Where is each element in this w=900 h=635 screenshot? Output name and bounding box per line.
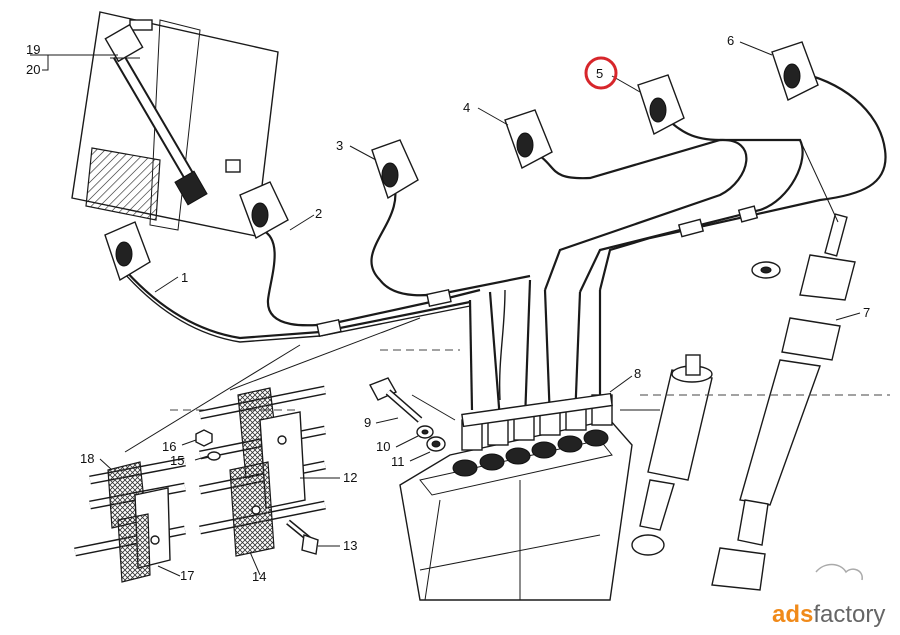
bolt-13 xyxy=(286,519,319,555)
label-12: 12 xyxy=(343,470,357,485)
label-3: 3 xyxy=(336,138,343,153)
washer-15 xyxy=(207,451,221,461)
injector-fitting-1 xyxy=(104,221,151,282)
label-4: 4 xyxy=(463,100,470,115)
bolt-9 xyxy=(369,377,423,423)
injector-fitting-5 xyxy=(637,74,685,136)
watermark-logo-icon xyxy=(815,563,863,581)
injector-fitting-2 xyxy=(239,181,289,240)
label-15: 15 xyxy=(170,453,184,468)
clamp-assembly-14 xyxy=(199,385,326,557)
pipe-4 xyxy=(529,138,748,291)
callout-leaders xyxy=(99,41,861,577)
watermark: adsfactory xyxy=(772,563,885,628)
nut-16 xyxy=(195,429,213,447)
nut-11 xyxy=(426,436,446,452)
pipe-6 xyxy=(598,70,887,291)
label-2: 2 xyxy=(315,206,322,221)
label-18: 18 xyxy=(80,451,94,466)
label-10: 10 xyxy=(376,439,390,454)
leader-lines xyxy=(110,57,456,453)
clamp-assembly-17 xyxy=(74,457,186,583)
watermark-brand: adsfactory xyxy=(772,601,885,628)
pipe-3 xyxy=(370,177,531,297)
injector-detail-pipe xyxy=(104,23,208,206)
label-20: 20 xyxy=(26,62,40,77)
injector-fitting-4 xyxy=(504,109,553,170)
label-16: 16 xyxy=(162,439,176,454)
part-labels: 1 2 3 4 5 6 7 8 9 10 11 12 13 14 15 16 1… xyxy=(26,33,870,584)
pipe-1 xyxy=(117,261,471,343)
label-5: 5 xyxy=(596,66,603,81)
label-19: 19 xyxy=(26,42,40,57)
inset-detail xyxy=(30,11,279,237)
label-9: 9 xyxy=(364,415,371,430)
label-1: 1 xyxy=(181,270,188,285)
pipe-clamps xyxy=(316,205,759,337)
injector-fitting-6 xyxy=(771,41,819,101)
washer-10 xyxy=(416,425,434,439)
label-11: 11 xyxy=(391,454,405,469)
label-8: 8 xyxy=(634,366,641,381)
highlight-circle xyxy=(584,56,618,90)
injector-fitting-3 xyxy=(371,139,419,200)
injector-7 xyxy=(711,139,856,591)
label-17: 17 xyxy=(180,568,194,583)
label-13: 13 xyxy=(343,538,357,553)
pipe-union xyxy=(631,354,713,556)
label-6: 6 xyxy=(727,33,734,48)
delivery-valves xyxy=(452,392,613,477)
label-14: 14 xyxy=(252,569,266,584)
label-7: 7 xyxy=(863,305,870,320)
